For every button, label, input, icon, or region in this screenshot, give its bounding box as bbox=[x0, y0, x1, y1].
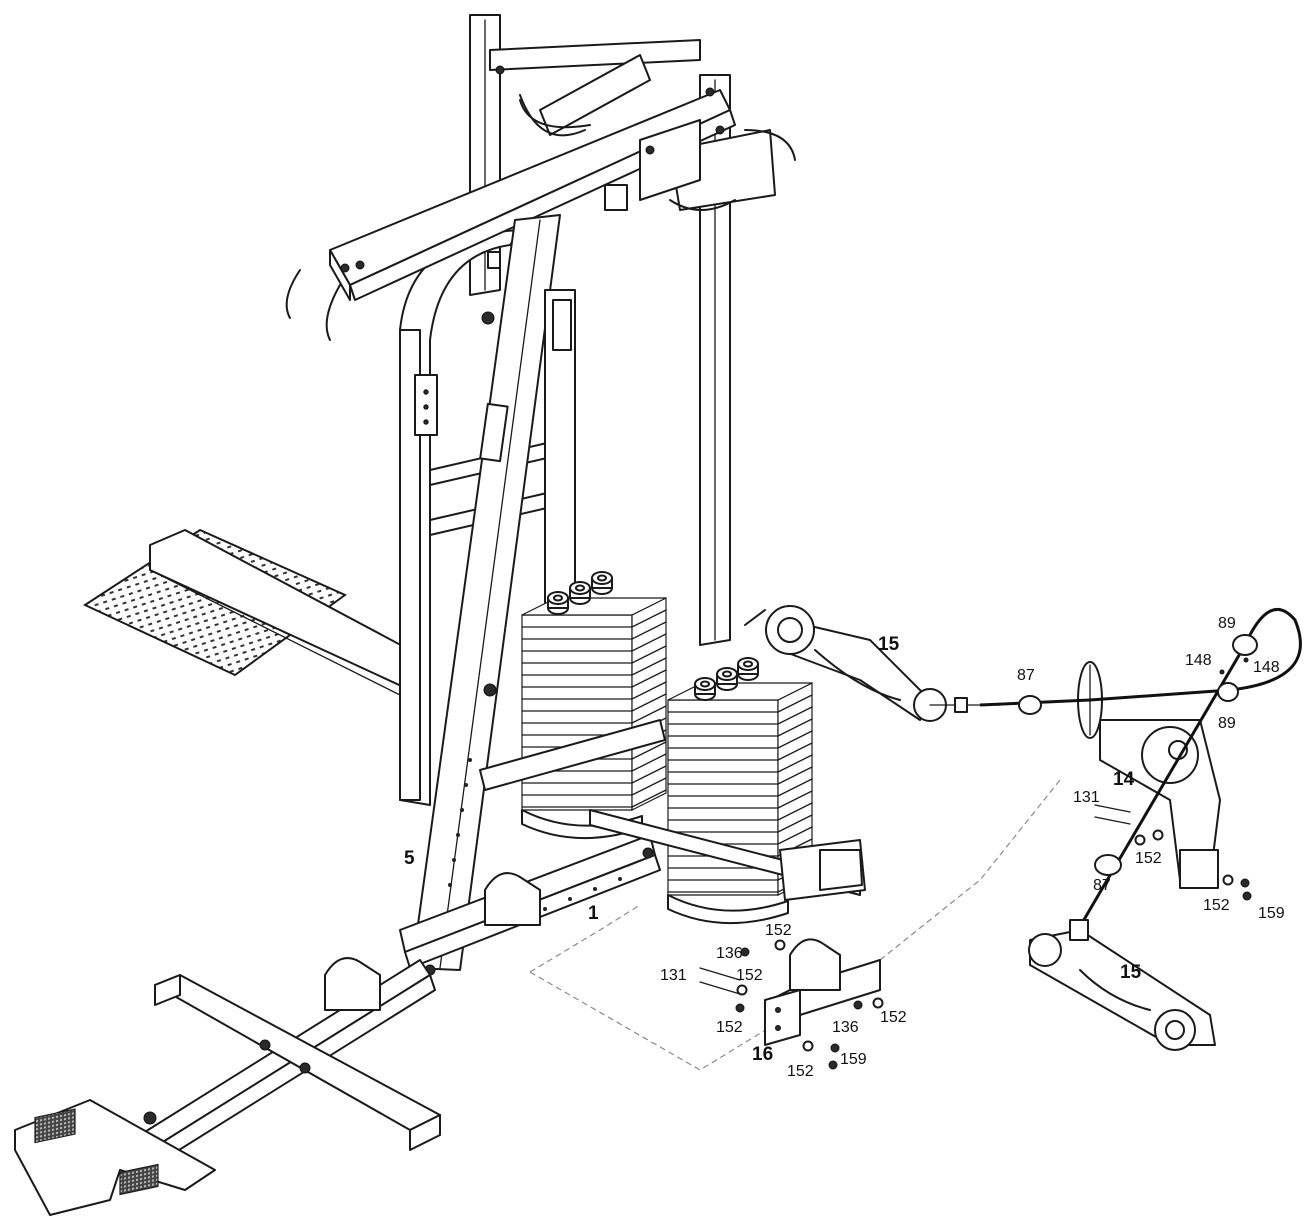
stack-guide-frame bbox=[544, 289, 576, 626]
label-hw-87-bottom: 87 bbox=[1093, 877, 1111, 894]
hardware-labels: 87 87 89 89 148 148 131 131 136 136 152 … bbox=[660, 615, 1285, 1080]
label-hw-148-right: 148 bbox=[1253, 659, 1280, 676]
label-hw-152-e: 152 bbox=[787, 1063, 814, 1080]
label-hw-152-b: 152 bbox=[736, 967, 763, 984]
label-hw-159-bottom: 159 bbox=[840, 1051, 867, 1068]
frame-end-pads bbox=[324, 872, 541, 1011]
leg-press-platform bbox=[82, 528, 411, 701]
pulley-arm-15-top bbox=[744, 605, 1001, 722]
bracket-16 bbox=[764, 938, 881, 1046]
label-hw-152-a: 152 bbox=[765, 922, 792, 939]
hardware-labels-extra: 152 bbox=[1203, 897, 1230, 914]
label-hw-159-right: 159 bbox=[1258, 905, 1285, 922]
label-part-14: 14 bbox=[1113, 769, 1135, 790]
label-hw-89-top: 89 bbox=[1218, 615, 1236, 632]
label-hw-152-f: 152 bbox=[1135, 850, 1162, 867]
label-hw-131-left: 131 bbox=[660, 967, 687, 984]
label-hw-148-left: 148 bbox=[1185, 652, 1212, 669]
label-hw-131-right: 131 bbox=[1073, 789, 1100, 806]
label-hw-152-g: 152 bbox=[1203, 897, 1230, 914]
weight-stack-left bbox=[521, 571, 667, 839]
diagonal-upright-part-5 bbox=[411, 214, 561, 971]
label-hw-136-top: 136 bbox=[716, 945, 743, 962]
label-hw-152-c: 152 bbox=[716, 1019, 743, 1036]
label-part-16: 16 bbox=[752, 1044, 773, 1065]
part-labels: 1 5 14 15 15 16 bbox=[404, 634, 1142, 1065]
label-part-5: 5 bbox=[404, 848, 415, 869]
label-hw-89-bottom: 89 bbox=[1218, 715, 1236, 732]
pulley-arm-15-bottom bbox=[1028, 919, 1216, 1051]
label-part-1: 1 bbox=[588, 903, 599, 924]
label-part-15-top: 15 bbox=[878, 634, 900, 655]
floor-outline bbox=[529, 779, 1061, 1071]
label-hw-87-top: 87 bbox=[1017, 667, 1035, 684]
label-hw-136-bottom: 136 bbox=[832, 1019, 859, 1036]
front-foot-beam bbox=[139, 959, 441, 1166]
label-part-15-bottom: 15 bbox=[1120, 962, 1142, 983]
cable-run bbox=[979, 608, 1302, 936]
main-frame bbox=[399, 229, 561, 806]
top-boom bbox=[285, 39, 796, 341]
label-hw-152-d: 152 bbox=[880, 1009, 907, 1026]
foot-plate bbox=[14, 1099, 216, 1216]
hardware bbox=[699, 657, 1252, 1070]
